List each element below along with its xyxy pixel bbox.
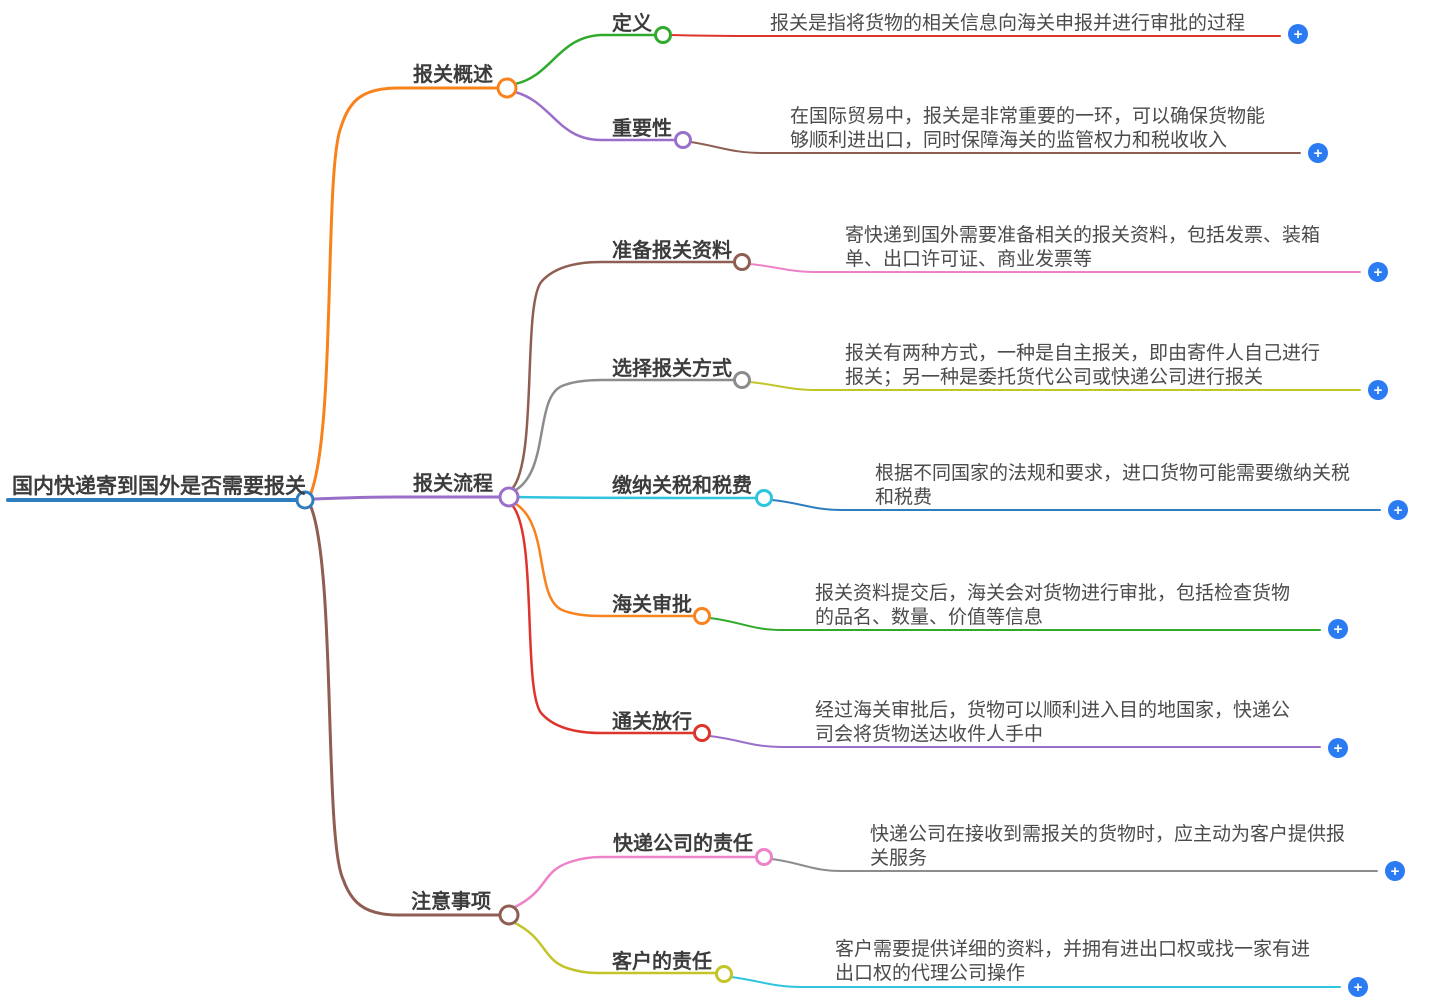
plus-icon: + xyxy=(1393,501,1403,519)
node-circle-customer-duty[interactable] xyxy=(715,965,733,983)
node-circle-taxes[interactable] xyxy=(755,489,773,507)
child-label-clearance[interactable]: 通关放行 xyxy=(612,711,692,733)
leafline-definition xyxy=(670,34,1281,37)
detail-clearance[interactable]: 经过海关审批后，货物可以顺利进入目的地国家，快递公 司会将货物送达收件人手中 xyxy=(815,700,1291,745)
node-circle-notes[interactable] xyxy=(498,904,520,926)
node-circle-materials[interactable] xyxy=(733,253,751,271)
detail-approval[interactable]: 报关资料提交后，海关会对货物进行审批，包括检查货物 的品名、数量、价值等信息 xyxy=(815,583,1291,628)
plus-icon: + xyxy=(1373,381,1383,399)
edge-root-to-process xyxy=(311,495,502,501)
child-label-materials[interactable]: 准备报关资料 xyxy=(612,240,732,262)
detail-materials[interactable]: 寄快递到国外需要准备相关的报关资料，包括发票、装箱 单、出口许可证、商业发票等 xyxy=(845,225,1321,270)
detail-method[interactable]: 报关有两种方式，一种是自主报关，即由寄件人自己进行 报关；另一种是委托货代公司或… xyxy=(845,343,1321,388)
leafline-importance xyxy=(690,141,1301,154)
node-circle-overview[interactable] xyxy=(496,77,518,99)
child-label-importance[interactable]: 重要性 xyxy=(612,118,672,140)
node-circle-clearance[interactable] xyxy=(693,724,711,742)
expand-button-definition[interactable]: + xyxy=(1288,24,1308,44)
node-circle-approval[interactable] xyxy=(693,607,711,625)
leafline-materials xyxy=(749,263,1361,273)
detail-customer-duty[interactable]: 客户需要提供详细的资料，并拥有进出口权或找一家有进 出口权的代理公司操作 xyxy=(835,939,1311,984)
expand-button-clearance[interactable]: + xyxy=(1328,738,1348,758)
detail-definition[interactable]: 报关是指将货物的相关信息向海关申报并进行审批的过程 xyxy=(770,13,1246,34)
child-label-taxes[interactable]: 缴纳关税和税费 xyxy=(612,475,752,497)
edge-overview-to-definition xyxy=(513,33,658,86)
detail-courier-duty[interactable]: 快递公司在接收到需报关的货物时，应主动为客户提供报 关服务 xyxy=(870,824,1346,869)
expand-button-method[interactable]: + xyxy=(1368,380,1388,400)
node-circle-courier-duty[interactable] xyxy=(755,848,773,866)
leafline-clearance xyxy=(709,735,1321,748)
edge-process-to-approval xyxy=(512,501,696,618)
child-label-approval[interactable]: 海关审批 xyxy=(612,594,692,616)
leafline-method xyxy=(749,381,1361,391)
edge-root-to-overview xyxy=(309,86,499,495)
node-circle-importance[interactable] xyxy=(674,131,692,149)
expand-button-taxes[interactable]: + xyxy=(1388,500,1408,520)
plus-icon: + xyxy=(1373,263,1383,281)
node-circle-process[interactable] xyxy=(498,486,520,508)
plus-icon: + xyxy=(1333,739,1343,757)
detail-importance[interactable]: 在国际贸易中，报关是非常重要的一环，可以确保货物能 够顺利进出口，同时保障海关的… xyxy=(790,106,1266,151)
edge-overview-to-importance xyxy=(513,90,678,142)
leafline-courier-duty xyxy=(771,858,1378,872)
edge-process-to-method xyxy=(512,378,737,493)
edge-notes-to-customer-duty xyxy=(511,920,718,975)
leafline-approval xyxy=(709,617,1321,631)
node-circle-root[interactable] xyxy=(295,490,315,510)
edge-process-to-clearance xyxy=(510,503,696,735)
child-label-courier-duty[interactable]: 快递公司的责任 xyxy=(613,833,753,855)
branch-label-process[interactable]: 报关流程 xyxy=(413,473,493,495)
edge-notes-to-courier-duty xyxy=(511,855,758,910)
expand-button-customer-duty[interactable]: + xyxy=(1348,977,1368,997)
plus-icon: + xyxy=(1333,620,1343,638)
child-label-customer-duty[interactable]: 客户的责任 xyxy=(612,951,712,973)
node-circle-method[interactable] xyxy=(733,371,751,389)
detail-taxes[interactable]: 根据不同国家的法规和要求，进口货物可能需要缴纳关税 和税费 xyxy=(875,463,1351,508)
plus-icon: + xyxy=(1313,144,1323,162)
child-label-definition[interactable]: 定义 xyxy=(612,13,652,35)
edge-root-to-notes xyxy=(309,505,502,917)
expand-button-courier-duty[interactable]: + xyxy=(1385,861,1405,881)
branch-label-overview[interactable]: 报关概述 xyxy=(413,64,493,86)
expand-button-importance[interactable]: + xyxy=(1308,143,1328,163)
leafline-taxes xyxy=(771,499,1381,511)
expand-button-materials[interactable]: + xyxy=(1368,262,1388,282)
plus-icon: + xyxy=(1353,978,1363,996)
branch-label-notes[interactable]: 注意事项 xyxy=(411,891,491,913)
root-node-label[interactable]: 国内快递寄到国外是否需要报关 xyxy=(12,475,306,498)
leafline-customer-duty xyxy=(730,976,1341,988)
plus-icon: + xyxy=(1390,862,1400,880)
edge-process-to-materials xyxy=(510,260,737,491)
child-label-method[interactable]: 选择报关方式 xyxy=(612,358,732,380)
expand-button-approval[interactable]: + xyxy=(1328,619,1348,639)
edge-process-to-taxes xyxy=(516,495,758,500)
plus-icon: + xyxy=(1293,25,1303,43)
node-circle-definition[interactable] xyxy=(654,26,672,44)
